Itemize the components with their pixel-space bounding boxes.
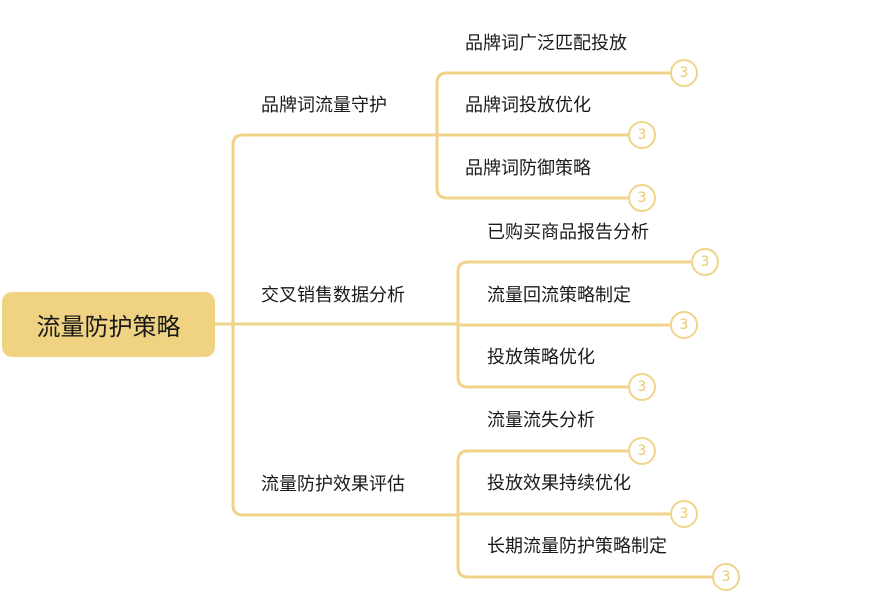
- leaf-node[interactable]: 品牌词防御策略: [465, 158, 591, 179]
- connector-lines: [215, 71, 712, 579]
- leaf-node[interactable]: 已购买商品报告分析: [487, 222, 649, 243]
- root-node[interactable]: 流量防护策略: [2, 292, 215, 357]
- collapsed-count-badge[interactable]: 3: [670, 500, 698, 528]
- collapsed-count-badge[interactable]: 3: [670, 311, 698, 339]
- branch-node[interactable]: 流量防护效果评估: [261, 474, 405, 495]
- leaf-node[interactable]: 品牌词广泛匹配投放: [465, 33, 627, 54]
- collapsed-count-badge[interactable]: 3: [628, 373, 656, 401]
- collapsed-count-badge[interactable]: 3: [628, 121, 656, 149]
- leaf-node[interactable]: 流量回流策略制定: [487, 285, 631, 306]
- branch-node[interactable]: 品牌词流量守护: [261, 95, 387, 116]
- leaf-node[interactable]: 长期流量防护策略制定: [487, 536, 667, 557]
- leaf-node[interactable]: 流量流失分析: [487, 410, 595, 431]
- leaf-node[interactable]: 投放效果持续优化: [487, 473, 631, 494]
- leaf-node[interactable]: 投放策略优化: [487, 347, 595, 368]
- root-label: 流量防护策略: [36, 313, 181, 341]
- collapsed-count-badge[interactable]: 3: [628, 437, 656, 465]
- leaf-node[interactable]: 品牌词投放优化: [465, 95, 591, 116]
- collapsed-count-badge[interactable]: 3: [712, 563, 740, 591]
- collapsed-count-badge[interactable]: 3: [628, 184, 656, 212]
- collapsed-count-badge[interactable]: 3: [670, 59, 698, 87]
- branch-node[interactable]: 交叉销售数据分析: [261, 285, 405, 306]
- collapsed-count-badge[interactable]: 3: [691, 248, 719, 276]
